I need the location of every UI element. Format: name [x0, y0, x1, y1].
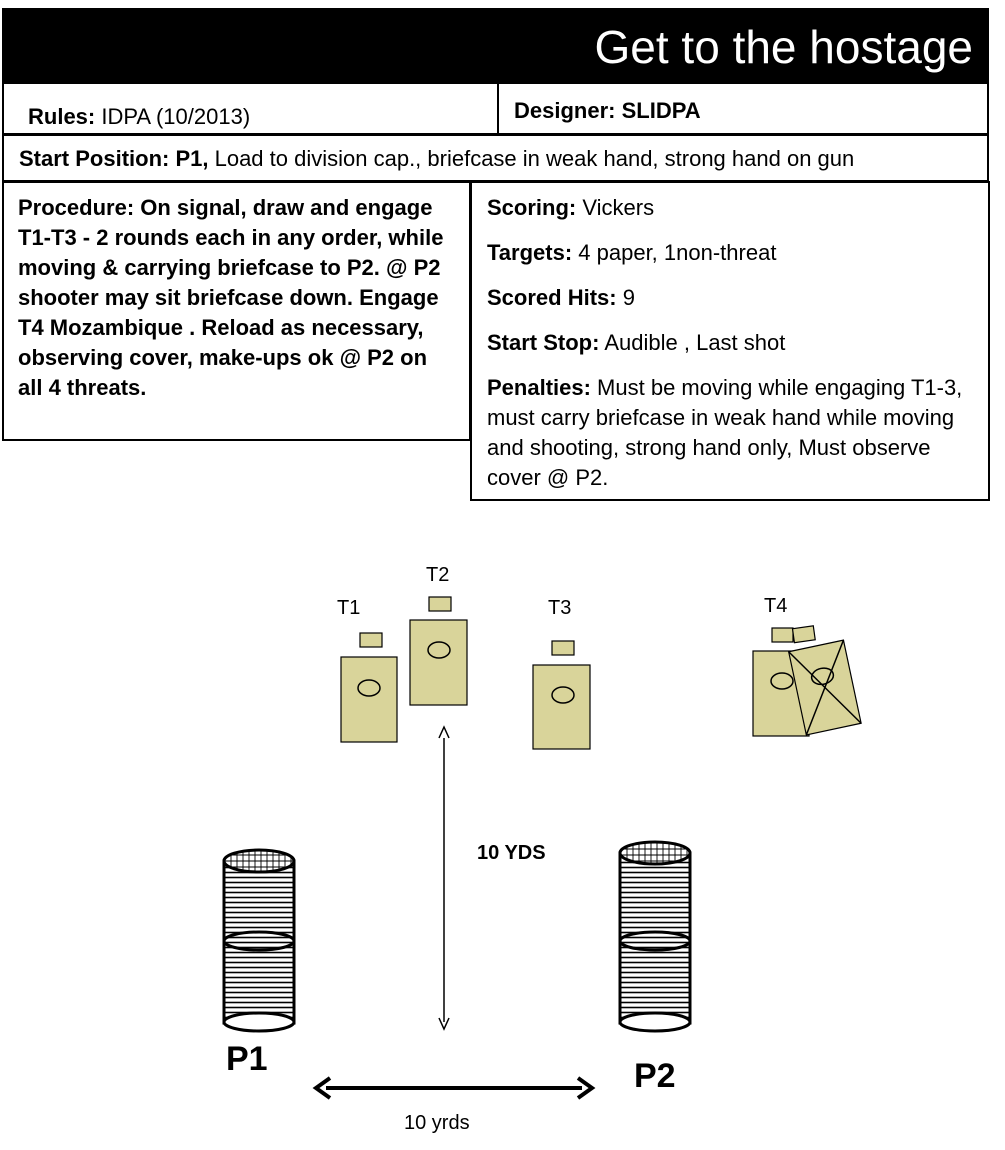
- hits-line: Scored Hits: 9: [487, 283, 974, 313]
- target-label-t4: T4: [764, 595, 787, 617]
- penalties-label: Penalties:: [487, 375, 591, 400]
- position-label-p1: P1: [226, 1040, 268, 1078]
- vertical-distance-label: 10 YDS: [477, 842, 546, 864]
- hits-value: 9: [616, 285, 635, 310]
- start-position-point: P1,: [169, 146, 209, 171]
- hits-label: Scored Hits:: [487, 285, 617, 310]
- target-label-t1: T1: [337, 597, 360, 619]
- target-label-t2: T2: [426, 564, 449, 586]
- startstop-value: Audible , Last shot: [599, 330, 786, 355]
- scoring-line: Scoring: Vickers: [487, 193, 974, 223]
- penalties-line: Penalties: Must be moving while engaging…: [487, 373, 974, 493]
- non-threat-target: [787, 625, 862, 736]
- startstop-line: Start Stop: Audible , Last shot: [487, 328, 974, 358]
- target-label-t3: T3: [548, 597, 571, 619]
- horizontal-distance-label: 10 yrds: [404, 1112, 470, 1134]
- penalties-value: Must be moving while engaging T1-3, must…: [487, 375, 963, 490]
- rules-value: IDPA (10/2013): [95, 104, 251, 129]
- rules-label: Rules:: [28, 104, 96, 129]
- horizontal-distance-arrow: [312, 1076, 596, 1100]
- target-t3: [532, 640, 591, 750]
- procedure-cell: Procedure: On signal, draw and engage T1…: [2, 181, 471, 441]
- designer-label: Designer:: [514, 98, 616, 123]
- scoring-value: Vickers: [576, 195, 655, 220]
- targets-value: 4 paper, 1non-threat: [572, 240, 777, 265]
- scoring-label: Scoring:: [487, 195, 577, 220]
- position-label-p2: P2: [634, 1057, 676, 1095]
- startstop-label: Start Stop:: [487, 330, 600, 355]
- vertical-distance-arrow: [438, 725, 450, 1031]
- target-t1: [340, 632, 398, 743]
- start-position-value: Load to division cap., briefcase in weak…: [208, 146, 855, 171]
- barrel-stack-p2: [618, 840, 692, 1033]
- target-t2: [409, 596, 468, 706]
- targets-label: Targets:: [487, 240, 573, 265]
- barrel-stack-p1: [222, 848, 296, 1033]
- targets-line: Targets: 4 paper, 1non-threat: [487, 238, 974, 268]
- stage-title: Get to the hostage: [2, 8, 989, 83]
- start-position-label: Start Position:: [19, 146, 170, 171]
- scoring-cell: Scoring: Vickers Targets: 4 paper, 1non-…: [470, 181, 990, 501]
- designer-value: SLIDPA: [615, 98, 701, 123]
